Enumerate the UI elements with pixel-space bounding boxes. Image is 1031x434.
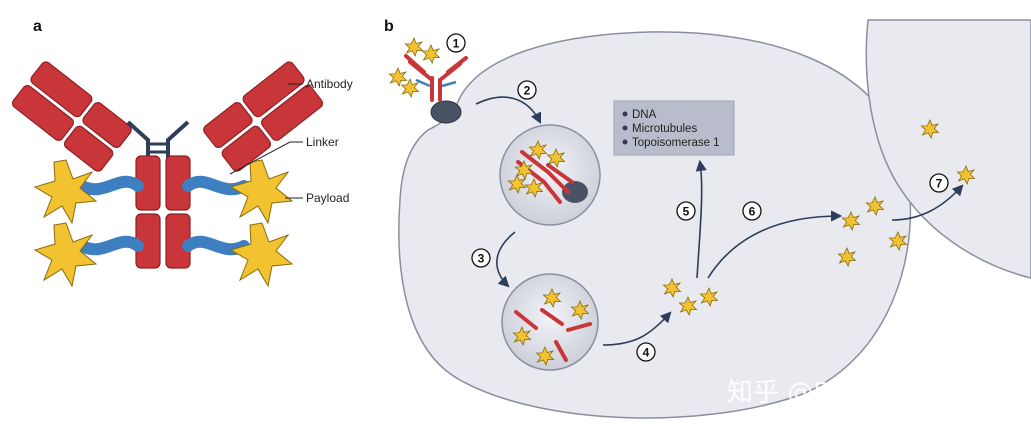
callout-payload: Payload (306, 191, 349, 205)
process-arrows (475, 96, 964, 346)
step-markers: 1 2 3 4 5 6 7 (446, 33, 949, 362)
callout-lines (229, 83, 303, 199)
svg-text:5: 5 (683, 205, 690, 219)
endosome-vesicle (499, 124, 601, 226)
target-microtubules: Microtubules (632, 123, 697, 135)
panel-label-a: a (33, 18, 42, 35)
svg-text:2: 2 (524, 84, 531, 98)
step-7: 7 (929, 173, 949, 193)
panel-label-b: b (384, 18, 394, 35)
step-6: 6 (742, 201, 762, 221)
adc-binding (388, 37, 468, 124)
target-dna: DNA (632, 109, 657, 121)
callout-linker: Linker (306, 135, 339, 149)
neighbor-cell (865, 19, 1031, 279)
payload-star-icon (230, 222, 293, 287)
tumor-cell (398, 31, 912, 419)
step-3: 3 (471, 248, 491, 268)
step-1: 1 (446, 33, 466, 53)
watermark: 知乎 @Biotech 前瞻 (727, 378, 971, 408)
targets-box: DNA Microtubules Topoisomerase 1 (613, 100, 735, 156)
payload-star-icon (34, 222, 97, 287)
antibody-structure (11, 61, 324, 269)
payloads (34, 159, 293, 287)
step-4: 4 (636, 342, 656, 362)
receptor-icon (430, 100, 462, 124)
svg-text:1: 1 (453, 37, 460, 51)
target-topoisomerase: Topoisomerase 1 (632, 137, 720, 149)
callout-antibody: Antibody (306, 77, 353, 91)
step-2: 2 (517, 80, 537, 100)
step-5: 5 (676, 201, 696, 221)
linkers (76, 175, 250, 256)
svg-text:4: 4 (643, 346, 650, 360)
lysosome-vesicle (501, 273, 599, 371)
svg-text:7: 7 (936, 177, 943, 191)
svg-text:6: 6 (749, 205, 756, 219)
svg-text:3: 3 (478, 252, 485, 266)
